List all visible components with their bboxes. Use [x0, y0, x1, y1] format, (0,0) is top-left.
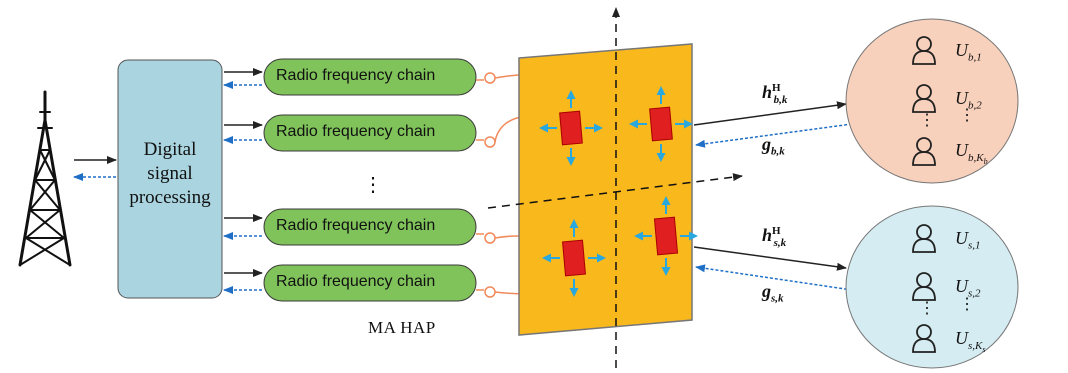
antenna-element-2 [629, 86, 693, 162]
user-icon [912, 137, 936, 166]
user-sK-label: Us,Ks [955, 328, 986, 354]
ma-hap-label: MA HAP [368, 318, 436, 337]
users-s-ellipsis-2: ⋮ [919, 300, 935, 317]
h-s-arrow [693, 246, 847, 271]
rf-ellipsis: ⋮ [363, 174, 383, 196]
user-bK-label: Ub,Kb [955, 140, 988, 166]
user-b2-label: Ub,2 [955, 88, 982, 112]
antenna-element-1 [539, 90, 603, 166]
users-s-ellipsis: ⋮ [959, 296, 975, 313]
dsp-block [117, 59, 223, 299]
ma-panel [518, 43, 693, 336]
rf-chain-1 [263, 58, 477, 96]
h-b-arrow [693, 101, 847, 126]
rf-chain-3 [263, 208, 477, 246]
user-b1-label: Ub,1 [955, 40, 982, 64]
rf-chain-4 [263, 264, 477, 302]
dsp-label: Digital signal processing [118, 138, 222, 210]
channel-h-b-label: hHb,k [762, 82, 788, 106]
channel-g-s-label: gs,k [762, 281, 784, 305]
user-icon [912, 36, 936, 65]
user-icon [912, 272, 936, 301]
rf-chain-label: Radio frequency chain [276, 217, 436, 234]
antenna-element-4 [634, 196, 698, 276]
dsp-label-line2: signal [147, 163, 193, 184]
users-s-group [845, 205, 1019, 369]
rf-chain-label: Radio frequency chain [276, 273, 436, 290]
channel-h-s-label: hHs,k [762, 225, 787, 249]
user-icon [912, 84, 936, 113]
horizontal-axis [487, 173, 743, 209]
g-b-arrow [695, 123, 853, 148]
channel-g-b-label: gb,k [762, 134, 785, 158]
rf-chain-label: Radio frequency chain [276, 67, 436, 84]
users-b-ellipsis-2: ⋮ [919, 112, 935, 129]
dsp-label-line3: processing [129, 187, 211, 208]
antenna-element-3 [542, 219, 606, 297]
user-s1-label: Us,1 [955, 228, 981, 252]
tower-icon [18, 90, 72, 267]
rf-chain-label: Radio frequency chain [276, 123, 436, 140]
g-s-arrow [695, 264, 853, 291]
users-b-ellipsis: ⋮ [959, 107, 975, 124]
rf-chain-2 [263, 114, 477, 152]
user-s2-label: Us,2 [955, 276, 981, 300]
dsp-label-line1: Digital [143, 139, 197, 160]
dsp-rf-arrows [223, 68, 263, 294]
user-icon [912, 224, 936, 253]
user-icon [912, 324, 936, 353]
